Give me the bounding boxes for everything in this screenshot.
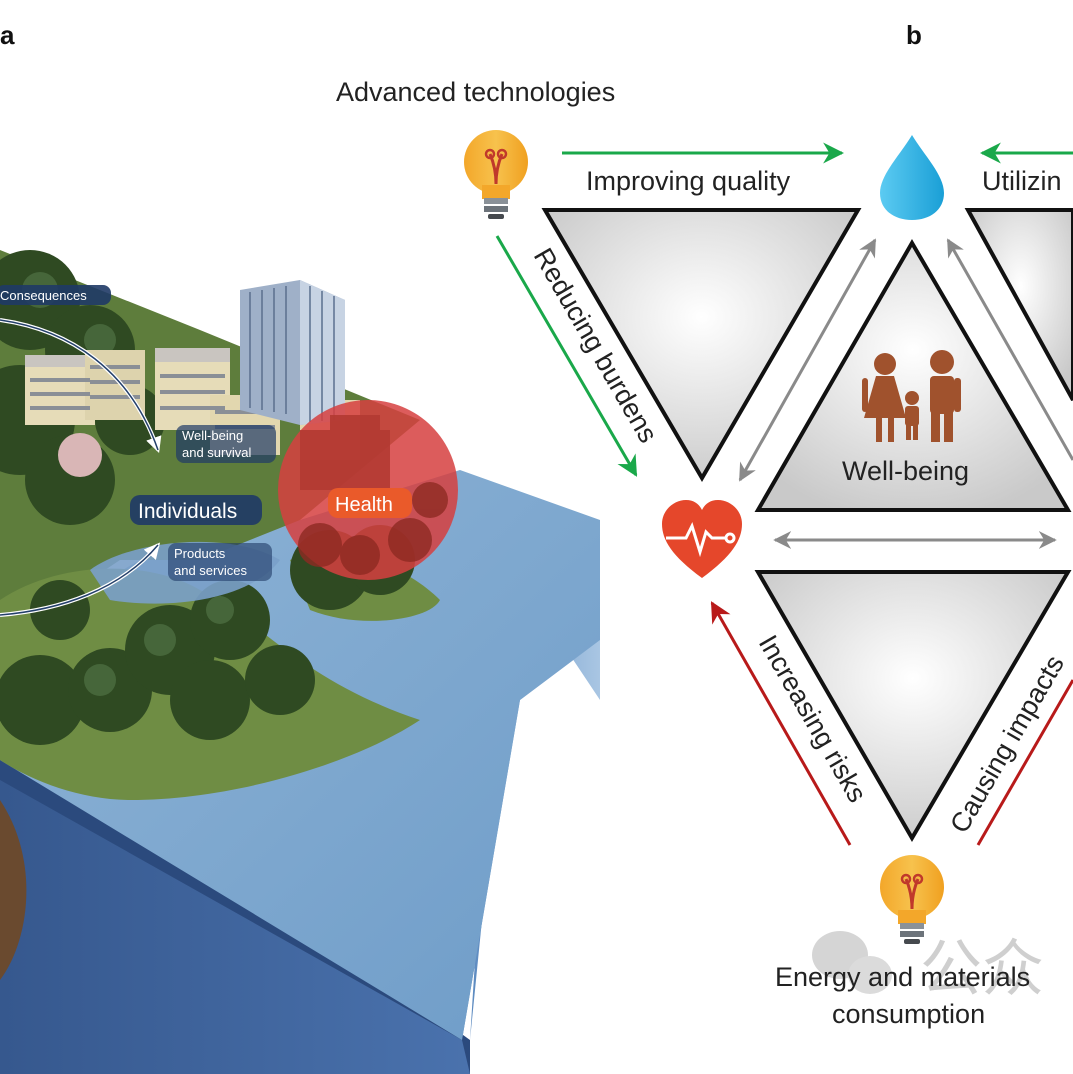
top-node-label: Advanced technologies xyxy=(336,77,615,107)
utilizing-label: Utilizin xyxy=(982,166,1062,196)
watermark: 公众 xyxy=(812,931,1044,1004)
panel-a: a xyxy=(0,20,600,1074)
causing-impacts-arrow xyxy=(976,679,1073,846)
center-label: Well-being xyxy=(842,456,969,486)
drop-right-arrow xyxy=(946,238,1073,461)
individuals-callout: Individuals xyxy=(138,500,237,523)
health-buildings xyxy=(300,415,390,490)
triangle-upper-right xyxy=(964,208,1073,401)
products-callout-line1: Products xyxy=(174,546,226,561)
triangle-lower xyxy=(754,570,1072,842)
water-block-bottom xyxy=(0,780,470,1074)
panel-b-label: b xyxy=(906,20,922,50)
wellbeing-callout-bg xyxy=(176,425,276,463)
consequences-arrow-inner xyxy=(0,319,159,451)
products-callout-bg xyxy=(168,543,272,581)
lightbulb-icon-bottom xyxy=(880,855,944,944)
wellbeing-callout-line2: and survival xyxy=(182,445,251,460)
individuals-callout-bg xyxy=(130,495,262,525)
watermark-text: 公众 xyxy=(920,935,1044,1004)
health-callout-bg xyxy=(328,488,412,518)
earth-layer xyxy=(0,800,27,980)
reducing-burdens-arrow xyxy=(495,235,638,477)
water-drop-icon xyxy=(880,135,944,220)
family-icon xyxy=(862,350,961,442)
bottom-node-line1: Energy and materials xyxy=(775,962,1030,992)
consequences-callout-bg xyxy=(0,285,111,305)
lightbulb-icon xyxy=(464,130,528,219)
wellbeing-callout-line1: Well-being xyxy=(182,428,243,443)
panel-a-label: a xyxy=(0,20,15,50)
heart-drop-arrow xyxy=(738,238,877,482)
improving-quality-label: Improving quality xyxy=(586,166,791,196)
products-arrow-inner xyxy=(0,544,159,616)
products-callout-line2: and services xyxy=(174,563,247,578)
health-callout: Health xyxy=(335,494,393,516)
consequences-callout: Consequences xyxy=(0,288,87,303)
bottom-node-line2: consumption xyxy=(832,999,985,1029)
increasing-risks-arrow xyxy=(710,601,852,846)
heart-pulse-icon xyxy=(662,500,742,578)
